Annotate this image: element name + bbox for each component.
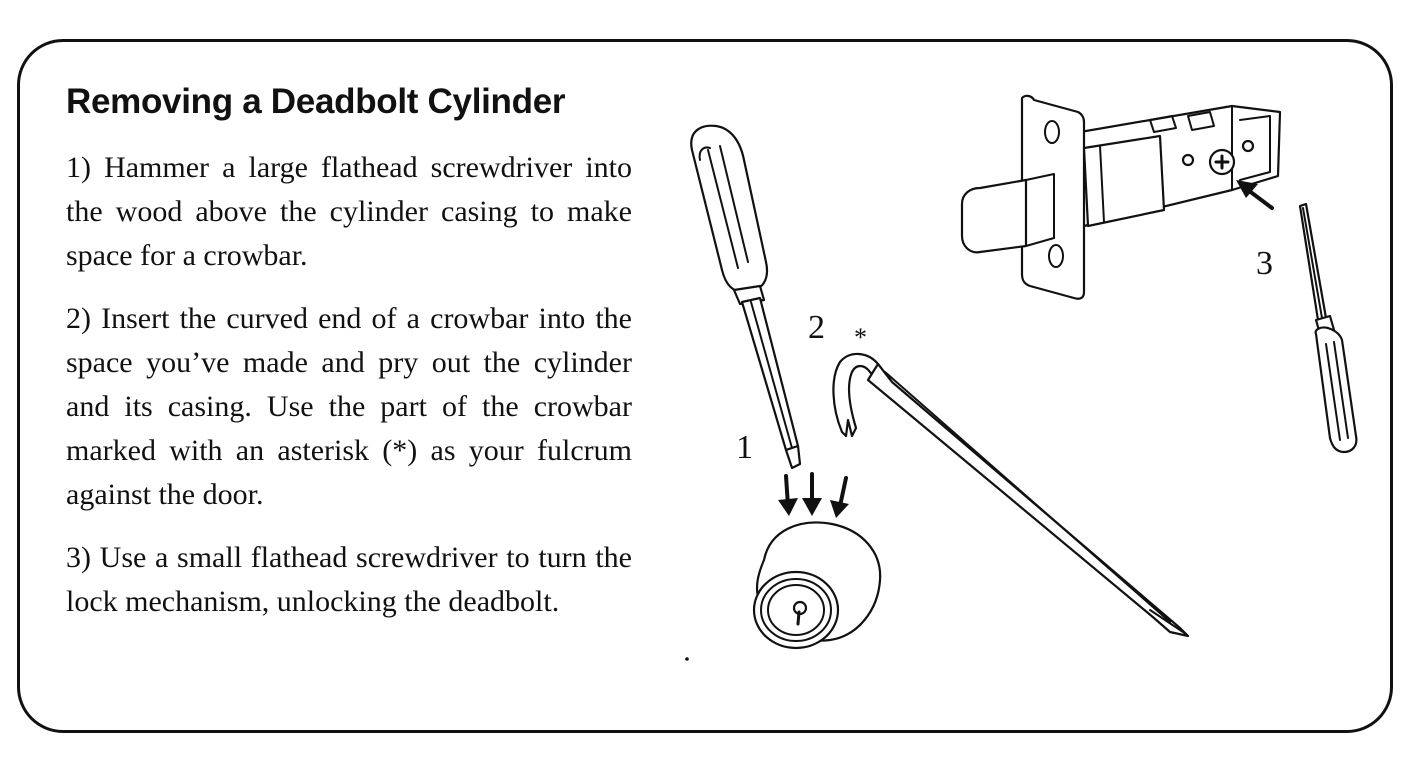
label-step-2: 2 bbox=[808, 309, 825, 346]
deadbolt-cylinder-icon bbox=[752, 521, 882, 650]
label-step-3: 3 bbox=[1256, 245, 1273, 282]
step-3-text: 3) Use a small flathead screwdriver to t… bbox=[66, 541, 632, 618]
crowbar-icon bbox=[832, 352, 1190, 638]
stray-dot bbox=[685, 657, 689, 661]
label-step-1: 1 bbox=[736, 429, 753, 466]
steps-list: 1) Hammer a large flathead screwdriver i… bbox=[66, 146, 632, 643]
step-2-text: 2) Insert the curved end of a crowbar in… bbox=[66, 302, 632, 511]
large-screwdriver-icon bbox=[690, 124, 802, 470]
down-arrows-icon bbox=[778, 472, 849, 518]
pointer-arrow-icon bbox=[1236, 180, 1274, 210]
page-title: Removing a Deadbolt Cylinder bbox=[66, 82, 566, 121]
asterisk-mark: * bbox=[854, 323, 867, 352]
step-1-text: 1) Hammer a large flathead screwdriver i… bbox=[66, 151, 632, 272]
small-screwdriver-icon bbox=[1298, 202, 1358, 454]
deadbolt-latch-icon bbox=[960, 94, 1282, 300]
